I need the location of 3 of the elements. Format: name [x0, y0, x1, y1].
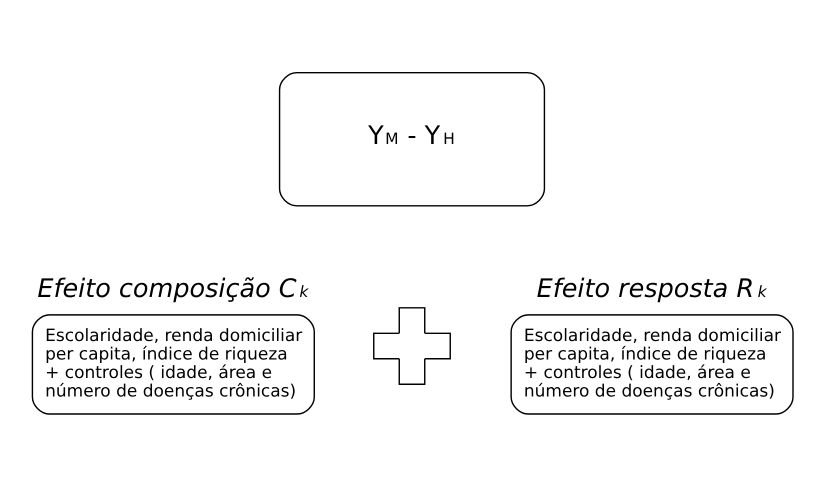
node-label: Efeito composição Ck [37, 274, 308, 304]
node-box: Escolaridade, renda domiciliar per capita, índice de riqueza + controles ( idade, área e número de doenças crônicas) [510, 314, 794, 415]
node-box: Escolaridade, renda domiciliar per capita, índice de riqueza + controles ( idade, área e número de doenças crônicas) [32, 314, 315, 415]
